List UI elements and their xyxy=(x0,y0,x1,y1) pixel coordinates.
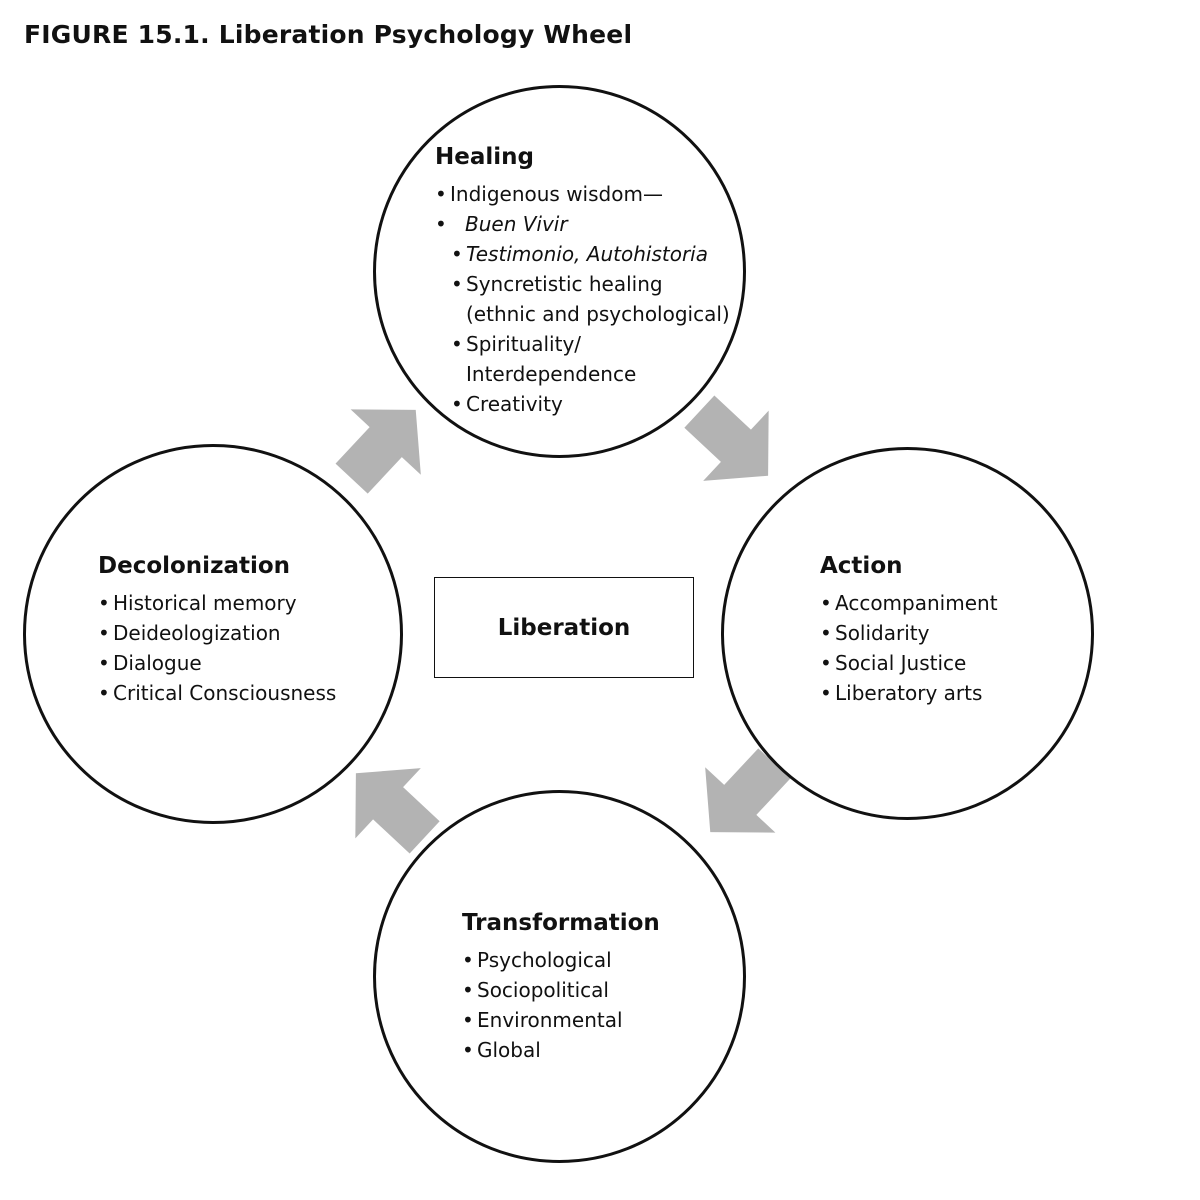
healing-list: Indigenous wisdom— Buen Vivir Testimonio… xyxy=(435,179,730,419)
healing-title: Healing xyxy=(435,144,534,170)
list-item: Psychological xyxy=(462,945,660,975)
list-item: Spirituality/ xyxy=(451,329,730,359)
action-list: Accompaniment Solidarity Social Justice … xyxy=(820,588,998,708)
action-title: Action xyxy=(820,553,903,579)
list-item: Buen Vivir xyxy=(435,209,730,239)
list-item: Social Justice xyxy=(820,648,998,678)
list-item: (ethnic and psychological) xyxy=(466,302,730,326)
liberation-center-box: Liberation xyxy=(434,577,694,678)
decolonization-title: Decolonization xyxy=(98,553,291,579)
list-item: Global xyxy=(462,1035,660,1065)
list-item: Environmental xyxy=(462,1005,660,1035)
healing-content: Healing Indigenous wisdom— Buen Vivir Te… xyxy=(435,144,730,419)
transformation-list: Psychological Sociopolitical Environment… xyxy=(462,945,660,1065)
list-item: Accompaniment xyxy=(820,588,998,618)
list-item: Liberatory arts xyxy=(820,678,998,708)
list-item: Dialogue xyxy=(98,648,336,678)
list-item: Creativity xyxy=(451,389,730,419)
list-item: Syncretistic healing xyxy=(451,269,730,299)
action-content: Action Accompaniment Solidarity Social J… xyxy=(820,553,998,708)
decolonization-list: Historical memory Deideologization Dialo… xyxy=(98,588,336,708)
arrow-decolonization-to-healing xyxy=(335,409,421,494)
figure-title: FIGURE 15.1. Liberation Psychology Wheel xyxy=(24,20,633,49)
list-item: Critical Consciousness xyxy=(98,678,336,708)
liberation-label: Liberation xyxy=(497,614,631,641)
transformation-title: Transformation xyxy=(462,910,660,936)
list-item: Indigenous wisdom— xyxy=(435,179,730,209)
list-item: Sociopolitical xyxy=(462,975,660,1005)
list-item: Historical memory xyxy=(98,588,336,618)
transformation-content: Transformation Psychological Sociopoliti… xyxy=(462,910,660,1065)
list-item: Testimonio, Autohistoria xyxy=(451,239,730,269)
list-item: Solidarity xyxy=(820,618,998,648)
arrow-action-to-transformation xyxy=(705,748,791,833)
list-item: Deideologization xyxy=(98,618,336,648)
list-item: Interdependence xyxy=(466,362,637,386)
arrow-transformation-to-decolonization xyxy=(355,768,440,854)
decolonization-content: Decolonization Historical memory Deideol… xyxy=(98,553,336,708)
